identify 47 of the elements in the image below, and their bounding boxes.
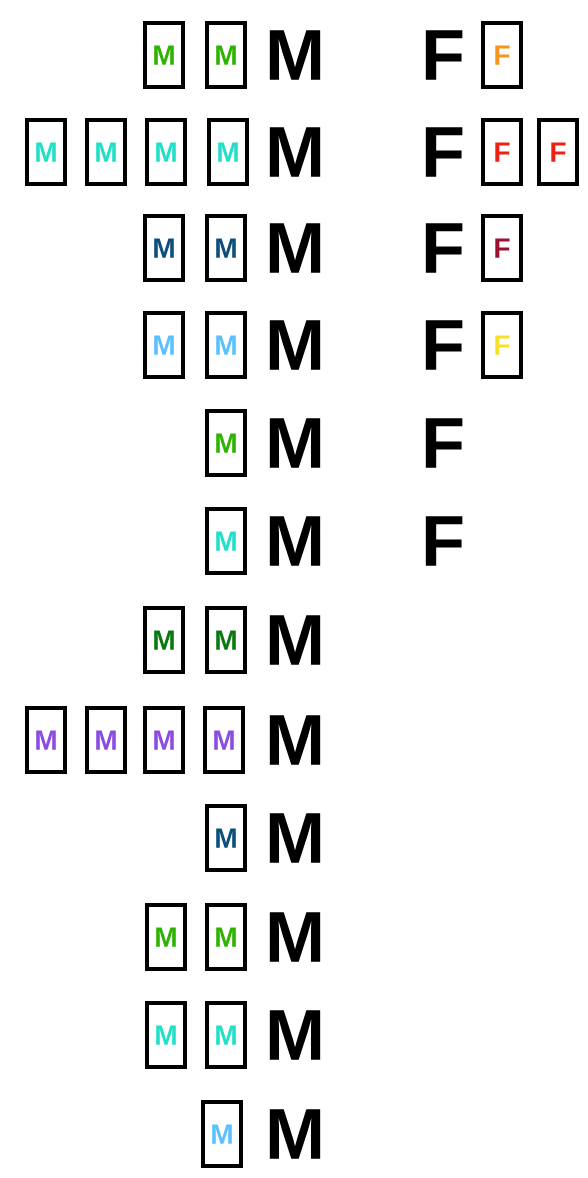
letter-label: M [269, 912, 321, 962]
letter-label: F [425, 418, 463, 468]
letter-box: M [145, 118, 187, 186]
letter-label: F [425, 127, 463, 177]
letter-label: M [269, 418, 321, 468]
letter-label: M [269, 615, 321, 665]
letter-label: M [269, 715, 321, 765]
letter-box: M [205, 409, 247, 477]
letter-box: M [143, 21, 185, 89]
letter-box: M [143, 706, 185, 774]
letter-label: M [269, 1109, 321, 1159]
letter-label: M [269, 223, 321, 273]
letter-box: F [481, 311, 523, 379]
letter-box: F [481, 214, 523, 282]
letter-box: M [85, 706, 127, 774]
letter-label: M [269, 30, 321, 80]
letter-box: M [143, 606, 185, 674]
letter-box: M [205, 804, 247, 872]
letter-label: M [269, 516, 321, 566]
letter-box: M [145, 1001, 187, 1069]
letter-box: F [537, 118, 579, 186]
letter-box: M [25, 706, 67, 774]
letter-box: M [25, 118, 67, 186]
letter-box: M [143, 311, 185, 379]
letter-label: F [425, 320, 463, 370]
letter-box: M [201, 1100, 243, 1168]
letter-label: F [425, 30, 463, 80]
letter-box: M [205, 214, 247, 282]
letter-box: M [205, 903, 247, 971]
letter-box: M [143, 214, 185, 282]
letter-box: M [145, 903, 187, 971]
letter-label: F [425, 223, 463, 273]
letter-box: M [205, 507, 247, 575]
letter-box: M [207, 118, 249, 186]
letter-label: M [269, 813, 321, 863]
letter-box: M [205, 606, 247, 674]
letter-label: M [269, 1010, 321, 1060]
letter-box: M [205, 311, 247, 379]
letter-box: M [205, 1001, 247, 1069]
letter-box: F [481, 21, 523, 89]
letter-box: M [205, 21, 247, 89]
letter-box: F [481, 118, 523, 186]
letter-box: M [203, 706, 245, 774]
letter-label: M [269, 127, 321, 177]
letter-box: M [85, 118, 127, 186]
letter-label: F [425, 516, 463, 566]
letter-label: M [269, 320, 321, 370]
